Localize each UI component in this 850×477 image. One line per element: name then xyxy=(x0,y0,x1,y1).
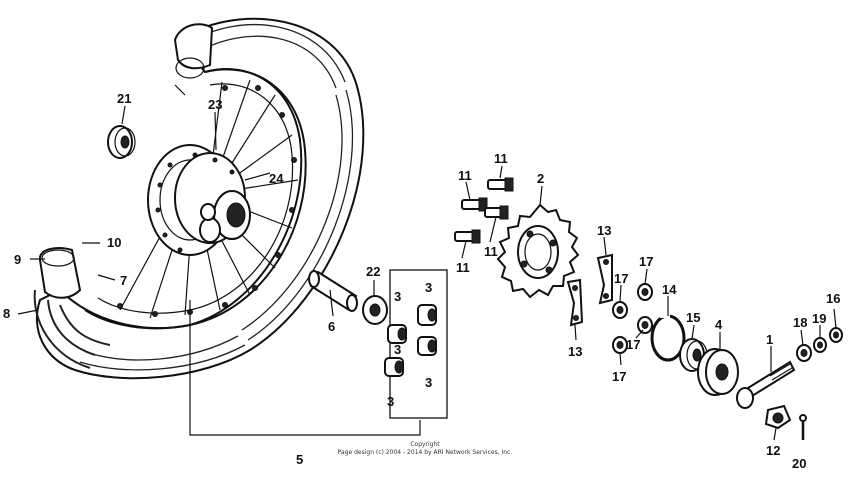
callout-10: 10 xyxy=(107,235,121,250)
callout-21: 21 xyxy=(117,91,131,106)
collar-6 xyxy=(308,270,358,312)
callout-20: 20 xyxy=(792,456,806,471)
callout-3e: 3 xyxy=(387,394,394,409)
callout-7: 7 xyxy=(120,273,127,288)
tire xyxy=(35,17,365,380)
callout-4: 4 xyxy=(715,317,723,332)
callout-11b: 11 xyxy=(458,168,472,183)
wheel-rim xyxy=(84,68,307,330)
callout-18: 18 xyxy=(793,315,807,330)
bearing-22 xyxy=(362,295,388,325)
bearing-15 xyxy=(679,338,708,372)
callout-11d: 11 xyxy=(456,260,470,275)
copyright-line-1: Copyright xyxy=(410,441,440,448)
callout-1: 1 xyxy=(766,332,773,347)
collar-4 xyxy=(697,348,739,396)
cotter-pin-20 xyxy=(799,414,807,440)
tire-cutaway-top xyxy=(173,23,214,70)
copyright-line-2: Page design (c) 2004 - 2014 by ARI Netwo… xyxy=(337,449,513,456)
callout-14: 14 xyxy=(662,282,677,297)
wheel-hub xyxy=(147,144,251,256)
callout-16: 16 xyxy=(826,291,840,306)
castle-nut-12 xyxy=(764,404,792,430)
callout-13a: 13 xyxy=(597,223,611,238)
lock-plates-13 xyxy=(566,253,613,327)
bolts-11 xyxy=(454,177,514,244)
callout-2: 2 xyxy=(537,171,544,186)
callout-17c: 17 xyxy=(626,337,640,352)
tire-knobs-left xyxy=(33,289,111,369)
callout-17b: 17 xyxy=(614,271,628,286)
callout-3c: 3 xyxy=(425,375,432,390)
wheel-assembly xyxy=(33,17,365,380)
callout-11c: 11 xyxy=(484,244,498,259)
callout-6: 6 xyxy=(328,319,335,334)
tire-cutaway-left xyxy=(38,247,82,299)
nut-16 xyxy=(829,327,843,343)
leader-lines xyxy=(17,105,837,441)
callout-12: 12 xyxy=(766,443,780,458)
callout-19: 19 xyxy=(812,311,826,326)
callout-17a: 17 xyxy=(639,254,653,269)
callout-13b: 13 xyxy=(568,344,582,359)
callout-5: 5 xyxy=(296,452,303,467)
callout-3d: 3 xyxy=(394,342,401,357)
sprocket-2 xyxy=(496,203,580,299)
copyright-notice: Copyright Page design (c) 2004 - 2014 by… xyxy=(300,441,550,457)
spoke-nipples xyxy=(117,85,297,317)
callout-17d: 17 xyxy=(612,369,626,384)
callout-3b: 3 xyxy=(394,289,401,304)
dampers-3 xyxy=(384,304,437,377)
assembly-bracket-5 xyxy=(189,300,421,436)
washer-19 xyxy=(813,337,827,353)
callout-22: 22 xyxy=(366,264,380,279)
callout-11a: 11 xyxy=(494,151,508,166)
axle-1 xyxy=(736,360,796,409)
washer-18 xyxy=(796,344,812,362)
nuts-17 xyxy=(612,283,653,354)
bearing-21 xyxy=(107,125,136,159)
callout-24: 24 xyxy=(269,171,284,186)
callout-8: 8 xyxy=(3,306,10,321)
callout-23: 23 xyxy=(208,97,222,112)
callout-9: 9 xyxy=(14,252,21,267)
callout-3a: 3 xyxy=(425,280,432,295)
callout-labels: 21 23 24 10 9 7 8 6 22 3 3 3 3 3 5 11 11… xyxy=(3,91,840,471)
damper-group-frame xyxy=(389,269,448,419)
callout-15: 15 xyxy=(686,310,700,325)
